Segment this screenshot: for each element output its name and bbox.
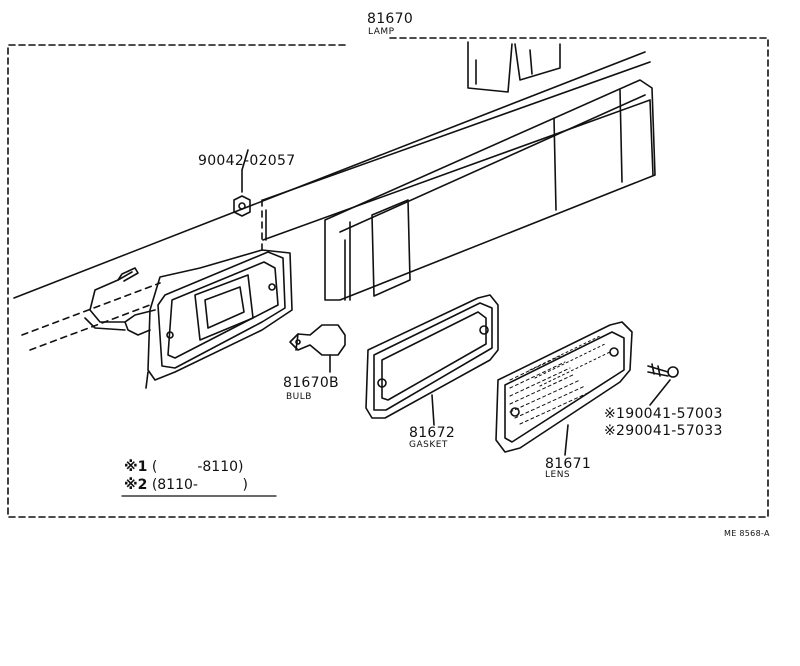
legend-mark-1: ※1 bbox=[124, 459, 148, 475]
clip-part-number: 90042-02057 bbox=[198, 153, 296, 169]
lens-part bbox=[495, 321, 633, 453]
screw-part-number-2: 90041-57033 bbox=[625, 423, 723, 439]
screw-part-number-1: 90041-57003 bbox=[625, 406, 723, 422]
bulb-part-number: 81670B bbox=[283, 375, 339, 391]
wiring-harness bbox=[124, 309, 156, 336]
lamp-housing bbox=[324, 79, 656, 301]
lens-part-number: 81671 bbox=[545, 456, 592, 472]
legend-mark-2: ※2 bbox=[124, 477, 148, 493]
bulb-name: BULB bbox=[286, 392, 312, 402]
bulb-part bbox=[289, 324, 346, 356]
legend-range-2: (8110- ) bbox=[151, 477, 248, 493]
legend-row-1: ※1 ( -8110) bbox=[124, 460, 243, 474]
body-panel bbox=[13, 51, 646, 299]
legend-range-1: ( -8110) bbox=[151, 459, 244, 475]
lens-name: LENS bbox=[545, 470, 571, 480]
clip-part bbox=[233, 195, 251, 217]
screw-part-row-1: ※190041-57003 bbox=[604, 407, 723, 421]
screw-part bbox=[647, 363, 669, 377]
screw-mark-2: ※2 bbox=[604, 423, 626, 439]
assembly-name: LAMP bbox=[368, 27, 395, 37]
gasket-name: GASKET bbox=[409, 440, 448, 450]
gasket-part-number: 81672 bbox=[409, 425, 456, 441]
drawing-code: ME 8568-A bbox=[724, 529, 770, 538]
assembly-boundary bbox=[7, 37, 769, 518]
screw-mark-1: ※1 bbox=[604, 406, 626, 422]
gasket-part bbox=[365, 294, 499, 419]
screw-part-row-2: ※290041-57033 bbox=[604, 424, 723, 438]
assembly-part-number: 81670 bbox=[367, 11, 414, 27]
socket-housing bbox=[147, 249, 293, 381]
legend-row-2: ※2 (8110- ) bbox=[124, 478, 248, 492]
